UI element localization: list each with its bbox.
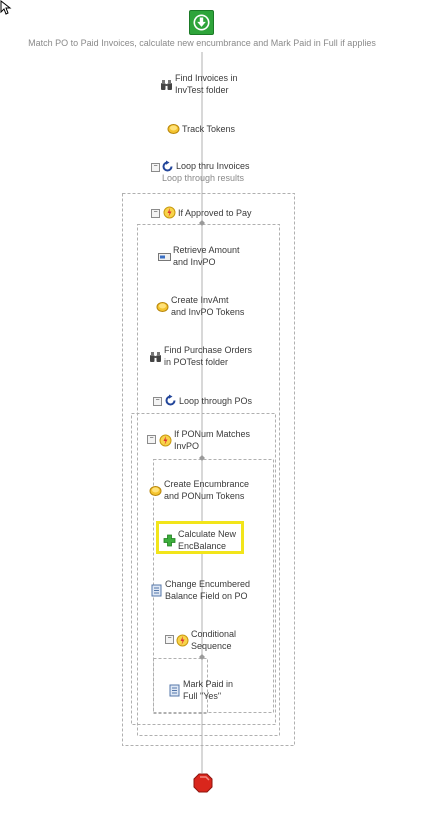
create-invamt-node[interactable]: Create InvAmt and InvPO Tokens [156,294,244,318]
loop-arrow-icon [161,160,174,173]
binoculars-icon [160,78,173,91]
track-tokens-node[interactable]: Track Tokens [167,122,235,135]
plus-icon [163,534,176,547]
conditional-label: Conditional Sequence [191,629,237,651]
down-arrow-icon [193,14,210,31]
find-invoices-node[interactable]: Find Invoices in InvTest folder [160,72,238,96]
mark-paid-label: Mark Paid in Full "Yes" [183,679,234,701]
if-ponum-container [153,459,274,713]
if-ponum-collapse-toggle[interactable]: − [147,435,156,444]
lightning-condition-icon [163,206,176,219]
field-icon [158,250,171,263]
document-icon [150,584,163,597]
loop-arrow-icon [164,394,177,407]
if-approved-collapse-toggle[interactable]: − [151,209,160,218]
workflow-title: Match PO to Paid Invoices, calculate new… [28,38,376,48]
find-pos-node[interactable]: Find Purchase Orders in POTest folder [149,344,252,368]
start-node[interactable] [189,10,214,35]
retrieve-amount-label: Retrieve Amount and InvPO [173,245,240,267]
conditional-collapse-toggle[interactable]: − [165,635,174,644]
mouse-cursor-icon [0,0,12,15]
calculate-label: Calculate New EncBalance [178,529,237,551]
change-encumbered-label: Change Encumbered Balance Field on PO [165,579,251,601]
loop-pos-node[interactable]: Loop through POs [164,394,252,407]
mark-paid-node[interactable]: Mark Paid in Full "Yes" [168,678,233,702]
retrieve-amount-node[interactable]: Retrieve Amount and InvPO [158,244,240,268]
find-pos-label: Find Purchase Orders in POTest folder [164,345,253,367]
calculate-node[interactable]: Calculate New EncBalance [163,528,236,552]
conditional-node[interactable]: Conditional Sequence [176,628,236,652]
if-approved-node[interactable]: If Approved to Pay [163,206,252,219]
if-approved-label: If Approved to Pay [178,207,252,218]
change-encumbered-node[interactable]: Change Encumbered Balance Field on PO [150,578,250,602]
token-icon [149,484,162,497]
document-icon [168,684,181,697]
loop-pos-label: Loop through POs [179,395,253,406]
loop-invoices-container [122,193,295,746]
lightning-condition-icon [159,434,172,447]
if-approved-container [137,224,280,736]
loop-invoices-collapse-toggle[interactable]: − [151,163,160,172]
find-invoices-label: Find Invoices in InvTest folder [175,73,238,95]
loop-invoices-label: Loop thru Invoices [176,161,250,171]
if-ponum-node[interactable]: If PONum Matches InvPO [159,428,250,452]
token-icon [167,122,180,135]
create-encumbrance-node[interactable]: Create Encumbrance and PONum Tokens [149,478,249,502]
stop-icon[interactable] [193,773,213,793]
conditional-container [153,658,208,714]
lightning-condition-icon [176,634,189,647]
loop-invoices-node[interactable]: Loop thru Invoices Loop through results [161,160,250,184]
create-encumbrance-label: Create Encumbrance and PONum Tokens [164,479,250,501]
loop-invoices-sublabel: Loop through results [162,173,245,183]
binoculars-icon [149,350,162,363]
if-ponum-label: If PONum Matches InvPO [174,429,251,451]
loop-pos-collapse-toggle[interactable]: − [153,397,162,406]
token-icon [156,300,169,313]
track-tokens-label: Track Tokens [182,123,236,134]
loop-pos-container [131,413,276,725]
create-invamt-label: Create InvAmt and InvPO Tokens [171,295,245,317]
